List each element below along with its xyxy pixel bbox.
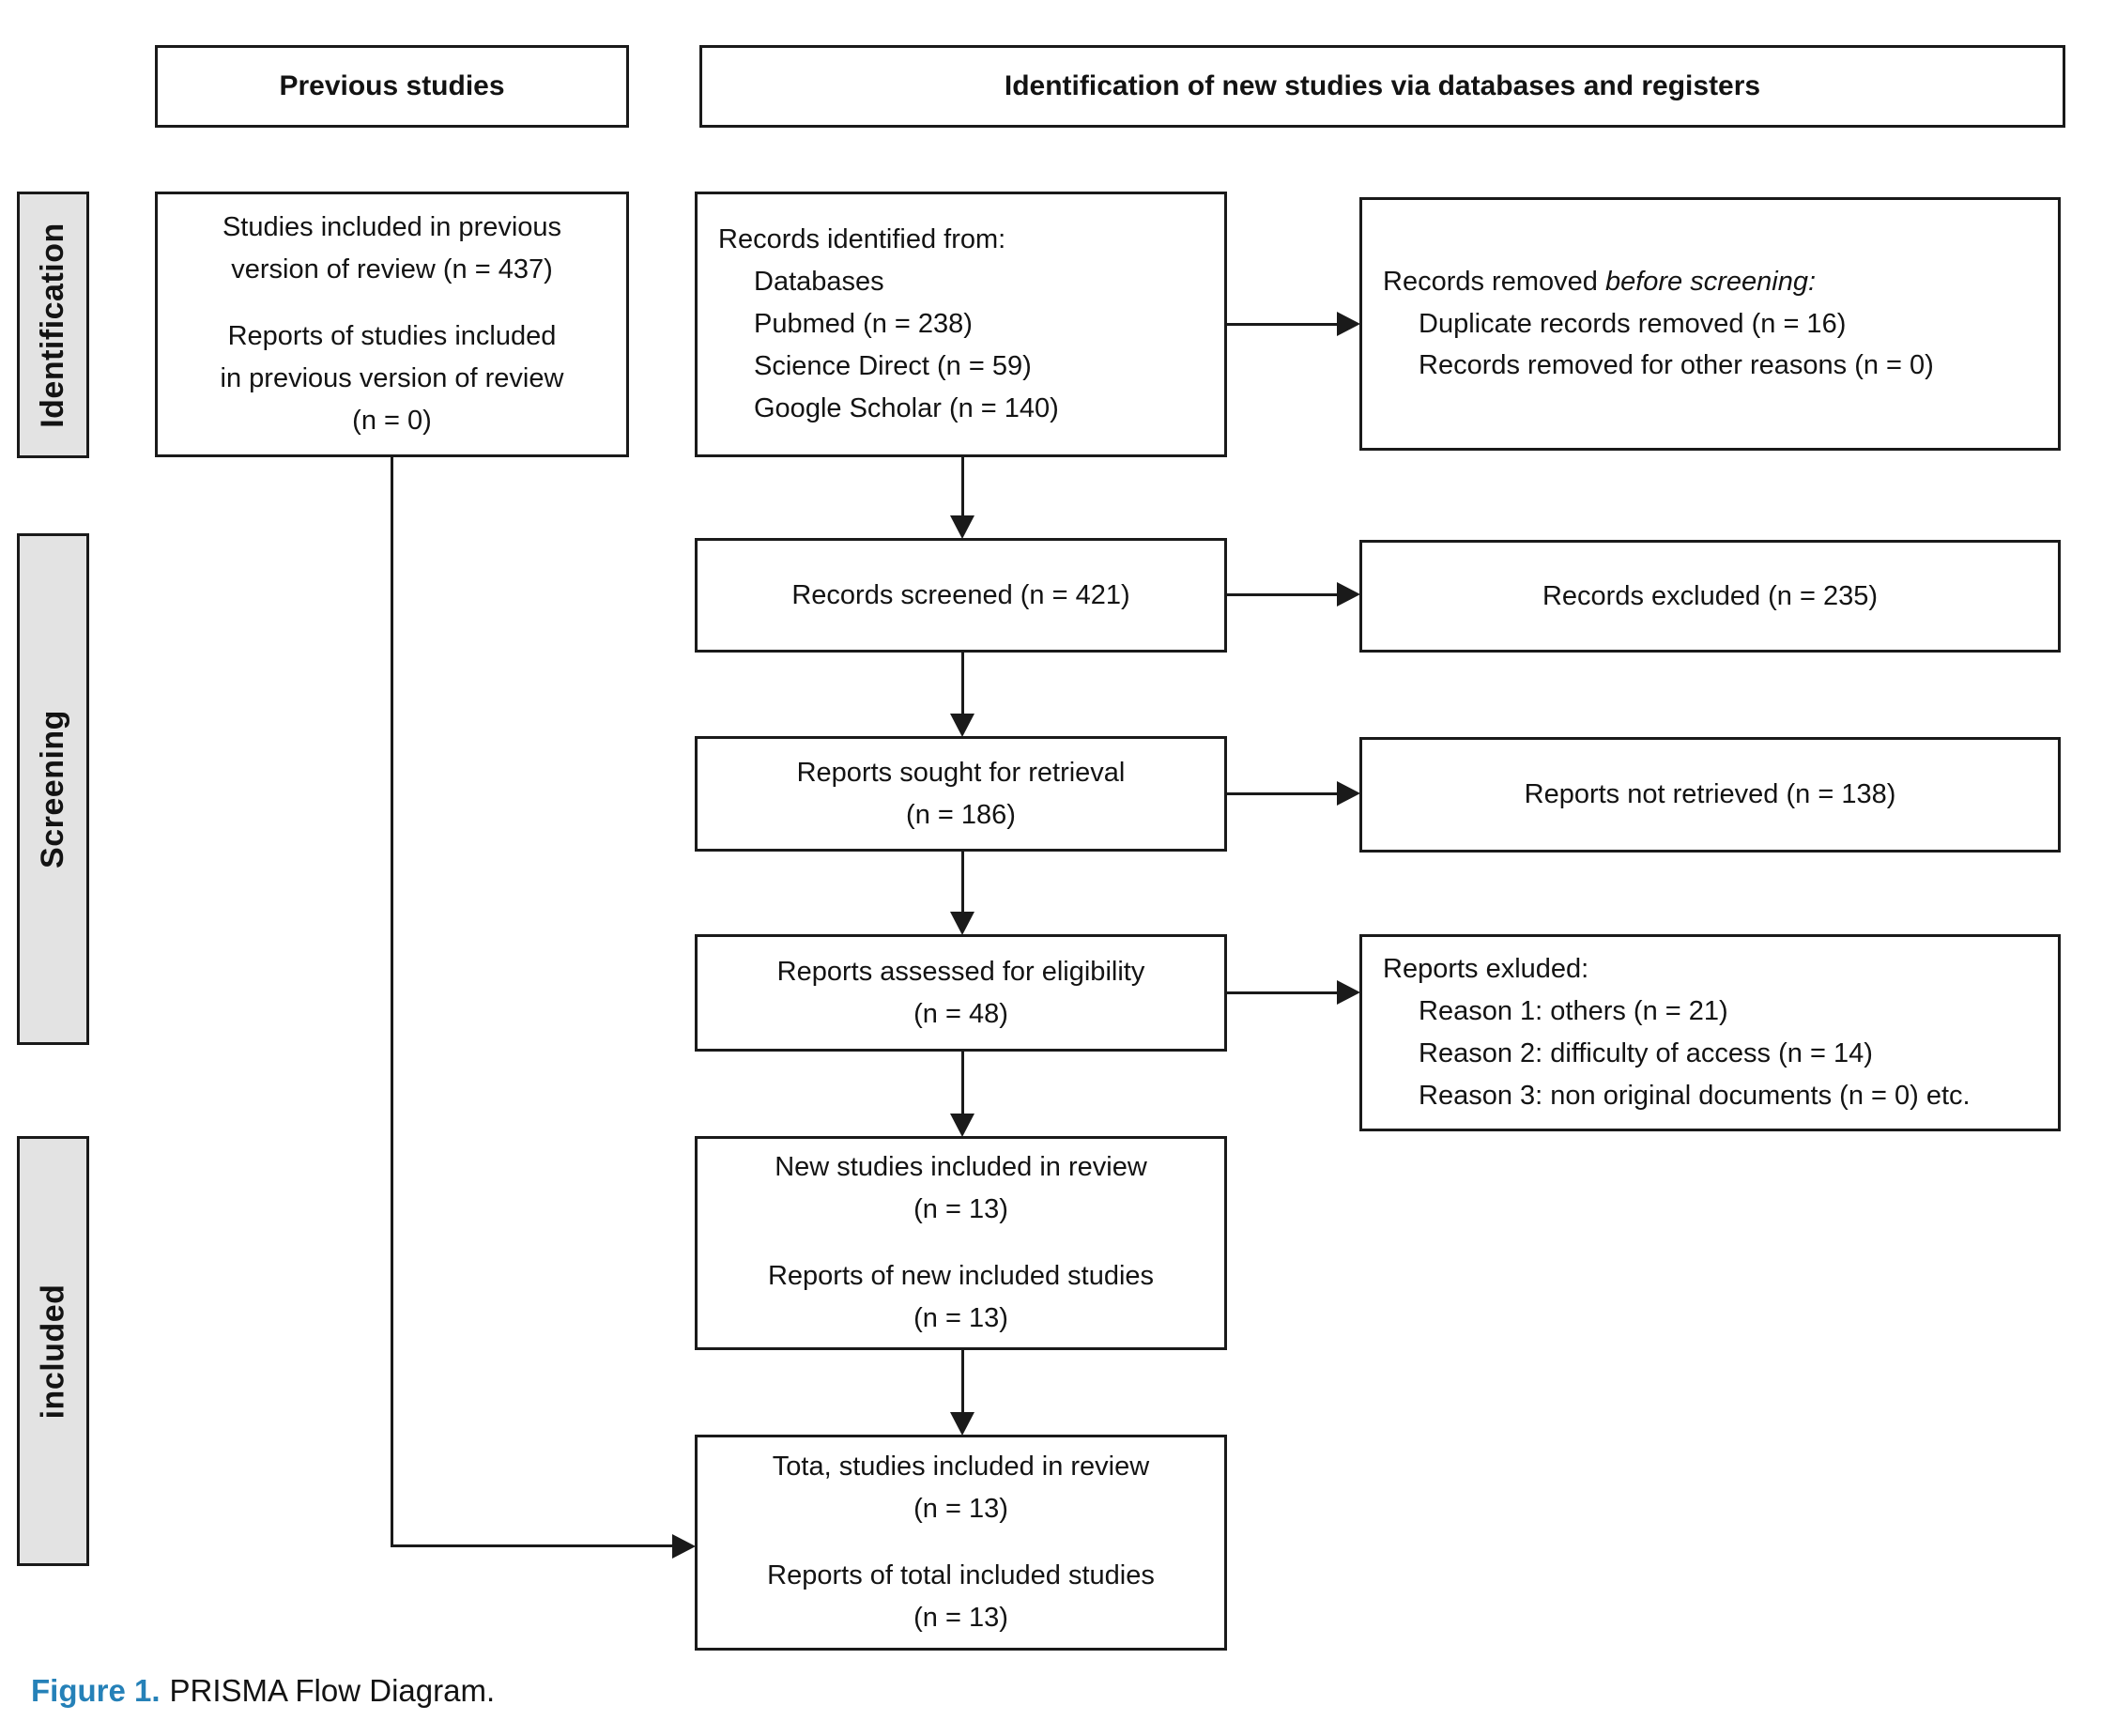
previous-studies-paragraph-1: Studies included in previous version of … [222,212,562,285]
records-removed-item: Duplicate records removed (n = 16) [1419,308,1847,339]
previous-studies-paragraph-2: Reports of studies included in previous … [220,321,564,436]
arrowhead-right-icon [672,1534,696,1559]
connector-identified-to-removed [1227,323,1338,326]
records-identified-item: Google Scholar (n = 140) [754,392,1059,423]
box-reports-sought: Reports sought for retrieval (n = 186) [695,736,1227,852]
header-new-studies: Identification of new studies via databa… [699,45,2065,128]
box-total-studies-included: Tota, studies included in review (n = 13… [695,1435,1227,1651]
arrowhead-down-icon [950,1412,974,1436]
records-removed-item: Records removed for other reasons (n = 0… [1419,350,1934,381]
records-identified-title: Records identified from: [718,224,1006,255]
reports-excluded-item: Reason 1: others (n = 21) [1419,996,1728,1027]
figure-caption-label: Figure 1. [31,1673,161,1708]
box-records-screened: Records screened (n = 421) [695,538,1227,653]
records-identified-item: Databases [754,267,884,298]
records-removed-title: Records removed before screening: [1383,266,1817,297]
new-studies-paragraph-1: New studies included in review (n = 13) [775,1152,1147,1225]
connector-sought-to-assessed [961,852,964,913]
header-new-studies-label: Identification of new studies via databa… [1004,69,1761,101]
connector-screened-to-sought [961,653,964,714]
connector-new-studies-to-total [961,1350,964,1413]
stage-label-screening: Screening [35,710,71,868]
figure-caption: Figure 1.PRISMA Flow Diagram. [31,1673,495,1709]
box-new-studies-included: New studies included in review (n = 13) … [695,1136,1227,1350]
box-reports-not-retrieved: Reports not retrieved (n = 138) [1359,737,2061,853]
stage-label-identification: Identification [35,222,70,428]
records-identified-item: Pubmed (n = 238) [754,309,973,340]
arrowhead-down-icon [950,1114,974,1137]
new-studies-paragraph-2: Reports of new included studies (n = 13) [767,1261,1155,1333]
header-previous-studies-label: Previous studies [279,69,505,101]
connector-identified-to-screened [961,457,964,516]
connector-previous-to-total-vertical [391,457,393,1547]
figure-caption-text: PRISMA Flow Diagram. [169,1673,496,1708]
reports-excluded-title: Reports exluded: [1383,954,1589,985]
box-reports-assessed: Reports assessed for eligibility (n = 48… [695,934,1227,1052]
box-records-excluded: Records excluded (n = 235) [1359,540,2061,653]
connector-previous-to-total-horizontal [391,1544,673,1547]
connector-assessed-to-reports-excluded [1227,991,1338,994]
reports-not-retrieved-label: Reports not retrieved (n = 138) [1524,779,1896,810]
box-records-identified: Records identified from: Databases Pubme… [695,192,1227,457]
records-identified-item: Science Direct (n = 59) [754,350,1032,381]
arrowhead-right-icon [1337,312,1360,336]
stage-band-screening: Screening [17,533,89,1045]
arrowhead-right-icon [1337,582,1360,607]
connector-assessed-to-new-studies [961,1052,964,1114]
box-previous-studies-included: Studies included in previous version of … [155,192,629,457]
header-previous-studies: Previous studies [155,45,629,128]
total-studies-paragraph-2: Reports of total included studies (n = 1… [767,1560,1155,1633]
box-records-removed: Records removed before screening: Duplic… [1359,197,2061,451]
arrowhead-right-icon [1337,781,1360,806]
records-excluded-label: Records excluded (n = 235) [1542,580,1879,611]
connector-screened-to-excluded [1227,593,1338,596]
reports-excluded-item: Reason 2: difficulty of access (n = 14) [1419,1038,1873,1068]
arrowhead-down-icon [950,714,974,737]
arrowhead-down-icon [950,912,974,935]
connector-sought-to-not-retrieved [1227,792,1338,795]
stage-band-identification: Identification [17,192,89,458]
arrowhead-right-icon [1337,980,1360,1005]
arrowhead-down-icon [950,515,974,539]
total-studies-paragraph-1: Tota, studies included in review (n = 13… [772,1452,1150,1525]
box-reports-excluded: Reports exluded: Reason 1: others (n = 2… [1359,934,2061,1131]
reports-excluded-item: Reason 3: non original documents (n = 0)… [1419,1080,1971,1111]
stage-label-included: included [35,1283,71,1419]
records-screened-label: Records screened (n = 421) [791,579,1130,610]
stage-band-included: included [17,1136,89,1566]
